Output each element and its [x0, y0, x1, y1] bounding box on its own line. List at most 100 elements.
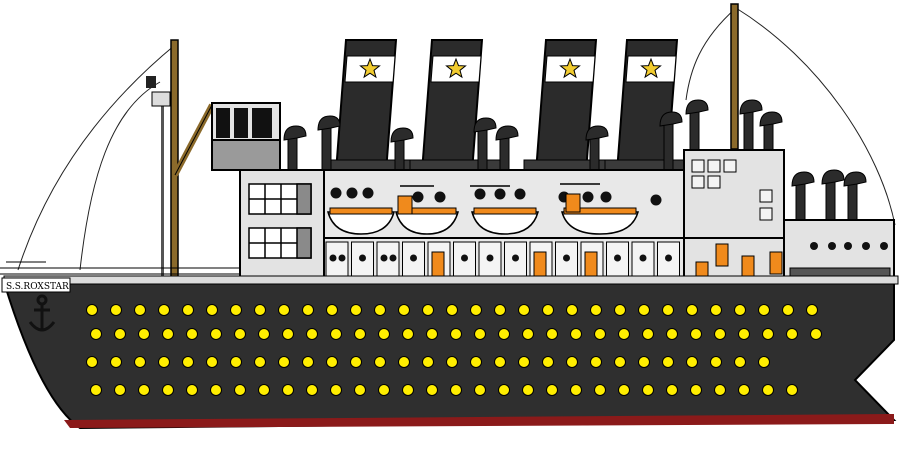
lit-porthole [114, 328, 126, 340]
lit-porthole [350, 304, 362, 316]
lit-porthole [422, 356, 434, 368]
lit-porthole [258, 384, 270, 396]
ventilator-cowl [283, 125, 307, 171]
lit-porthole [734, 356, 746, 368]
lit-porthole [302, 304, 314, 316]
lit-porthole [230, 356, 242, 368]
window [691, 175, 705, 189]
ventilator-cowl [473, 117, 497, 171]
aft-deckhouse [691, 159, 891, 285]
lit-porthole [762, 328, 774, 340]
window [691, 159, 705, 173]
porthole [434, 191, 446, 203]
lit-porthole [474, 328, 486, 340]
lit-porthole [402, 328, 414, 340]
lit-porthole [258, 328, 270, 340]
porthole [810, 242, 818, 250]
lit-porthole [162, 384, 174, 396]
lifeboat [327, 207, 395, 235]
lit-porthole [734, 304, 746, 316]
lit-porthole [278, 304, 290, 316]
porthole [844, 242, 852, 250]
lit-porthole [570, 328, 582, 340]
porthole [614, 254, 621, 262]
porthole [494, 188, 506, 200]
window [723, 159, 737, 173]
ventilator-cowl [659, 111, 683, 171]
lit-porthole [234, 328, 246, 340]
lifeboat [561, 207, 639, 235]
lit-porthole [302, 356, 314, 368]
porthole [410, 254, 417, 262]
lit-porthole [186, 384, 198, 396]
lifeboat [395, 207, 459, 235]
lit-porthole [182, 304, 194, 316]
funnel [523, 39, 615, 173]
lit-porthole [618, 328, 630, 340]
hull [2, 275, 899, 430]
lit-porthole [690, 328, 702, 340]
porthole [329, 254, 337, 262]
lit-porthole [330, 328, 342, 340]
lit-porthole [350, 356, 362, 368]
lit-porthole [206, 304, 218, 316]
lit-porthole [470, 356, 482, 368]
porthole [828, 242, 836, 250]
lit-porthole [666, 384, 678, 396]
lit-porthole [738, 328, 750, 340]
lit-porthole [546, 328, 558, 340]
porthole [330, 187, 342, 199]
superstructure-windows [248, 183, 312, 259]
lit-porthole [134, 304, 146, 316]
porthole [880, 242, 888, 250]
lit-porthole [714, 384, 726, 396]
lit-porthole [494, 304, 506, 316]
porthole [461, 254, 468, 262]
lit-porthole [566, 356, 578, 368]
ventilator-cowl [759, 111, 783, 171]
lit-porthole [570, 384, 582, 396]
lit-porthole [758, 304, 770, 316]
lit-porthole [690, 384, 702, 396]
porthole [389, 254, 397, 262]
ventilator-cowl [390, 127, 414, 171]
lit-porthole [210, 384, 222, 396]
lit-porthole [158, 356, 170, 368]
lit-porthole [806, 304, 818, 316]
ventilator-cowl [791, 171, 815, 231]
lit-porthole [234, 384, 246, 396]
lit-porthole [86, 356, 98, 368]
porthole [486, 254, 494, 262]
lit-porthole [786, 384, 798, 396]
lit-porthole [590, 356, 602, 368]
porthole [600, 191, 612, 203]
lit-porthole [254, 304, 266, 316]
lit-porthole [278, 356, 290, 368]
lit-porthole [230, 304, 242, 316]
porthole [380, 254, 388, 262]
lit-porthole [378, 328, 390, 340]
lit-porthole [638, 356, 650, 368]
lit-porthole [254, 356, 266, 368]
superstructure [239, 149, 895, 285]
lit-porthole [498, 328, 510, 340]
porthole [474, 188, 486, 200]
hull-portholes [86, 304, 822, 396]
door [533, 251, 547, 277]
lit-porthole [518, 356, 530, 368]
forward-mast [146, 39, 215, 281]
star-icon [445, 57, 467, 79]
lit-porthole [306, 384, 318, 396]
lit-porthole [378, 384, 390, 396]
lit-porthole [522, 328, 534, 340]
door [431, 251, 445, 277]
lit-porthole [542, 356, 554, 368]
lit-porthole [686, 304, 698, 316]
door [565, 193, 581, 213]
porthole [359, 254, 366, 262]
star-icon [640, 57, 662, 79]
lit-porthole [206, 356, 218, 368]
lit-porthole [426, 384, 438, 396]
bridge [211, 102, 281, 171]
lit-porthole [210, 328, 222, 340]
